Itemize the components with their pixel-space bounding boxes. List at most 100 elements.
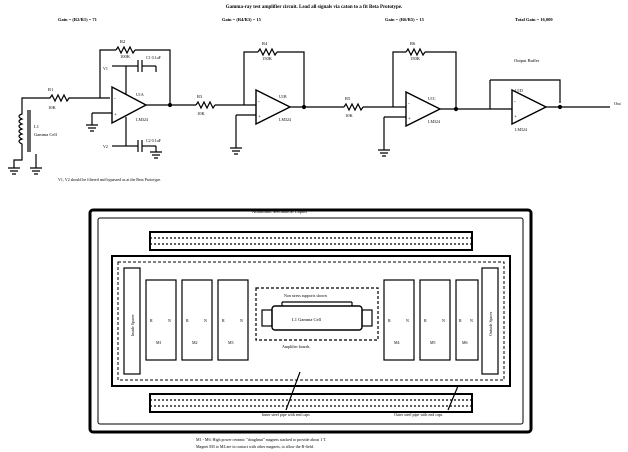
ground-symbol (378, 149, 390, 157)
cell-mount-label: Non stress supports shown (284, 293, 327, 298)
r2-label: R2 (120, 39, 125, 44)
u3-label: U1C (428, 96, 436, 101)
ground-symbol (230, 147, 242, 155)
left-spacer (123, 267, 141, 375)
m1-label: M1 (156, 340, 162, 345)
u2-part: LM324 (279, 117, 291, 122)
r3-value: 10K (197, 111, 206, 116)
r3-label: R3 (197, 94, 203, 99)
r6-label: R6 (410, 41, 416, 46)
ground-symbol (86, 124, 98, 132)
m4-pole-b: N (406, 318, 409, 323)
m1-pole-a: R (150, 318, 153, 323)
ground-symbol (150, 151, 162, 159)
footnote-line-1: M1 - M6: High power ceramic "doughnut" m… (196, 437, 326, 442)
v2-label: V2 (103, 144, 108, 149)
m5-label: M5 (430, 340, 436, 345)
magnet-m5 (419, 279, 451, 361)
m3-label: M3 (228, 340, 234, 345)
m2-label: M2 (192, 340, 198, 345)
buffer-heading: Output Buffer (514, 58, 540, 63)
v1-label: V1 (103, 66, 108, 71)
opamp-u1a (111, 85, 148, 125)
resistor-r3 (195, 100, 216, 110)
left-spacer-label: Inside Spacer (130, 314, 135, 336)
r5-value: 10K (345, 113, 354, 118)
u2-label: U1B (279, 94, 287, 99)
u1-part: LM324 (136, 117, 148, 122)
right-spacer (481, 267, 499, 375)
resistor-r4 (257, 47, 278, 57)
cell-center-label: L1 Gamma Cell (292, 317, 322, 322)
total-gain-heading: Total Gain = 16,000 (515, 17, 553, 22)
pin-plus-3: + (408, 117, 411, 122)
stage3-heading: Gain = (R6/R5) = 15 (385, 17, 425, 22)
u4-part: LM324 (515, 127, 527, 132)
gamma-cell-sensor: L1 Gamma Cell (18, 104, 58, 154)
m6-pole-b: N (470, 318, 473, 323)
sensor-name: Gamma Cell (34, 132, 58, 137)
pin-minus-3: - (408, 102, 410, 107)
resistor-r5 (343, 102, 364, 112)
magnet-m1 (145, 279, 177, 361)
r4-label: R4 (262, 41, 268, 46)
pin-plus-2: + (258, 115, 261, 120)
magnet-m3 (217, 279, 249, 361)
u1-label: U1A (136, 92, 144, 97)
output-label: Out (614, 101, 621, 106)
ground-symbol (30, 167, 42, 175)
magnet-labels: R N M1 R N M2 R N M3 R N M4 R N M5 R N M… (150, 318, 473, 345)
pin-plus-1: + (114, 113, 117, 118)
ground-symbol (8, 167, 20, 175)
m1-pole-b: N (168, 318, 171, 323)
u4-label: U1D (515, 88, 523, 93)
r5-label: R5 (345, 96, 351, 101)
r2-value: 100K (120, 54, 131, 59)
m3-pole-b: N (240, 318, 243, 323)
pin-minus-2: - (258, 100, 260, 105)
cell-support-box (255, 287, 379, 341)
magnet-m6 (455, 279, 479, 361)
schematic-title: Gamma-ray test amplifier circuit. Lead a… (226, 5, 403, 10)
pin-minus-1: - (114, 97, 116, 102)
m5-pole-a: R (424, 318, 427, 323)
inner-tube-label: Inner steel pipe with end caps (262, 412, 310, 417)
u3-part: LM324 (428, 119, 440, 124)
stage2-heading: Gain = (R4/R3) = 15 (222, 17, 262, 22)
amp-boards-label: Amplifier boards (282, 344, 310, 349)
magnet-m4 (383, 279, 415, 361)
c2-label: C2 0.1uF (146, 138, 162, 143)
m4-label: M4 (394, 340, 400, 345)
m2-pole-a: R (186, 318, 189, 323)
m2-pole-b: N (204, 318, 207, 323)
r6-value: 150K (410, 56, 421, 61)
resistor-r6 (405, 47, 426, 57)
m4-pole-a: R (388, 318, 391, 323)
resistor-r2 (115, 45, 136, 55)
outer-enclosure (88, 208, 533, 434)
opamp-u1d (511, 88, 548, 126)
r4-value: 150K (262, 56, 273, 61)
footnote-line-2: Magnet M3 to M4 are in contact with othe… (196, 444, 314, 450)
housing-diagram: Aluminum Mechanical Liquid Inside Spacer… (88, 208, 533, 450)
sensor-label: L1 (34, 124, 39, 129)
magnet-m2 (181, 279, 213, 361)
resistor-r1 (45, 93, 74, 103)
outer-tube-label: Outer steel pipe with end caps (394, 412, 443, 417)
circuit-schematic: Gamma-ray test amplifier circuit. Lead a… (8, 5, 621, 183)
m6-pole-a: R (459, 318, 462, 323)
r1-label: R1 (48, 87, 53, 92)
right-spacer-label: Outside Spacer (488, 311, 493, 336)
end-cap-top (149, 231, 473, 251)
note-supply: V1, V2 should be filtered and bypassed a… (58, 177, 161, 183)
m6-label: M6 (462, 340, 468, 345)
opamp-u1b (255, 88, 292, 126)
end-cap-bottom (149, 393, 473, 413)
pin-plus-4: + (514, 115, 517, 120)
inner-steel-pipe (111, 255, 511, 387)
m3-pole-a: R (222, 318, 225, 323)
opamp-u1c (405, 90, 442, 128)
r1-value: 10K (48, 105, 57, 110)
stage1-heading: Gain = (R2/R1) = 71 (58, 17, 98, 22)
